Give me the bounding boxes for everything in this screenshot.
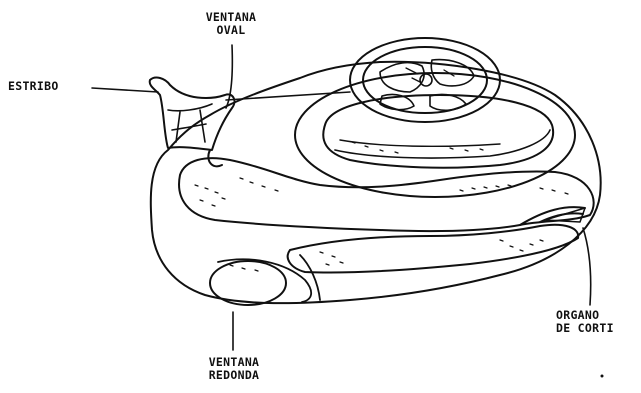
stapes	[150, 78, 235, 150]
leader-ventana-oval	[226, 45, 232, 108]
label-ventana-oval-line2: OVAL	[203, 24, 259, 37]
label-ventana-redonda: VENTANA REDONDA	[202, 356, 266, 382]
label-ventana-redonda-line2: REDONDA	[202, 369, 266, 382]
leader-ventana-oval-window	[226, 92, 350, 100]
label-organo-line2: DE CORTI	[556, 322, 614, 335]
label-estribo: ESTRIBO	[8, 80, 59, 93]
label-ventana-oval: VENTANA OVAL	[203, 11, 259, 37]
round-window	[210, 261, 286, 305]
cochlea-outer-outline	[151, 62, 601, 303]
scala-vestibuli	[179, 158, 594, 231]
cochlea-middle-turn	[295, 73, 575, 197]
leader-organo-de-corti	[583, 228, 591, 305]
cochlea-second-turn	[323, 95, 553, 168]
label-estribo-text: ESTRIBO	[8, 79, 59, 93]
leader-estribo	[92, 88, 158, 92]
stipple-texture	[195, 142, 568, 271]
label-organo-de-corti: ORGANO DE CORTI	[556, 309, 614, 335]
